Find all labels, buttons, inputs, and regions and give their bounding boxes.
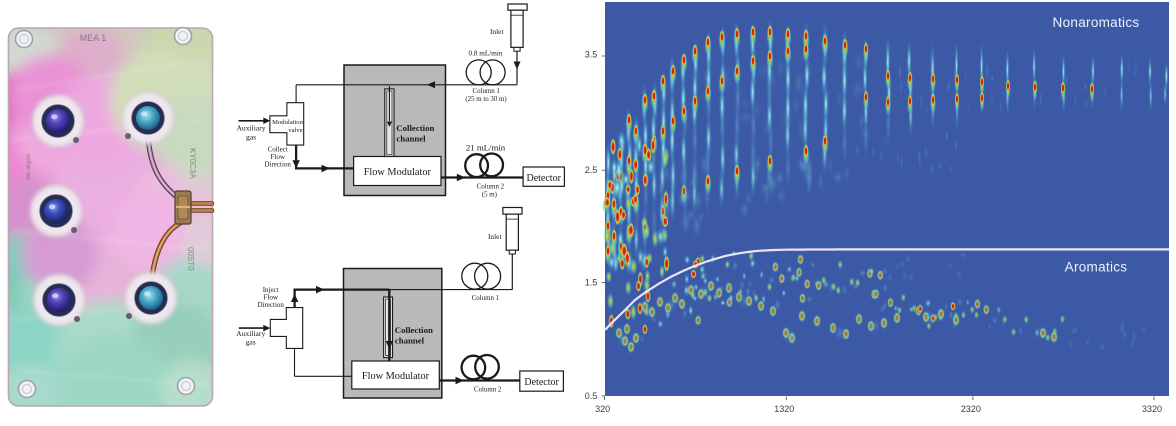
svg-text:Column 2: Column 2	[474, 386, 502, 393]
svg-text:KY0C3A: KY0C3A	[188, 148, 197, 179]
svg-text:Collection: Collection	[395, 325, 433, 335]
svg-text:aw-3kgd5: aw-3kgd5	[26, 153, 32, 180]
svg-text:gas: gas	[246, 337, 256, 346]
svg-text:(5 m): (5 m)	[482, 192, 497, 199]
svg-text:Flow: Flow	[270, 153, 285, 161]
svg-text:2.5: 2.5	[585, 165, 598, 175]
svg-text:Auxiliary: Auxiliary	[236, 329, 265, 338]
svg-text:Direction: Direction	[257, 301, 284, 309]
svg-text:Direction: Direction	[264, 161, 291, 169]
svg-text:3.5: 3.5	[585, 50, 598, 60]
svg-text:Flow Modulator: Flow Modulator	[364, 167, 432, 178]
svg-text:valve: valve	[288, 127, 302, 134]
svg-text:0.8 mL/min: 0.8 mL/min	[469, 50, 503, 58]
svg-text:0.5: 0.5	[585, 391, 598, 401]
svg-text:Flow Modulator: Flow Modulator	[362, 371, 430, 382]
svg-text:2320: 2320	[961, 404, 981, 414]
svg-text:Nonaromatics: Nonaromatics	[1053, 15, 1140, 30]
svg-text:3320: 3320	[1142, 404, 1162, 414]
svg-text:1320: 1320	[774, 404, 794, 414]
svg-text:gas: gas	[246, 132, 256, 141]
svg-text:00ST0: 00ST0	[186, 247, 195, 271]
svg-text:Collect: Collect	[268, 145, 288, 153]
svg-text:channel: channel	[395, 336, 425, 346]
svg-text:21 mL/min: 21 mL/min	[466, 142, 506, 152]
svg-text:Collection: Collection	[396, 123, 434, 133]
svg-text:channel: channel	[396, 133, 426, 143]
svg-text:1.5: 1.5	[585, 277, 598, 287]
svg-text:Column 2: Column 2	[477, 184, 505, 191]
svg-text:320: 320	[595, 404, 610, 414]
svg-text:(25 m to 30 m): (25 m to 30 m)	[465, 96, 506, 103]
svg-text:Detector: Detector	[526, 173, 561, 184]
svg-text:Inject: Inject	[263, 286, 279, 294]
svg-text:Modulation: Modulation	[272, 119, 303, 126]
svg-text:Inlet: Inlet	[488, 232, 502, 241]
svg-text:Column 1: Column 1	[473, 88, 501, 95]
svg-text:Detector: Detector	[524, 377, 559, 388]
svg-text:Flow: Flow	[263, 294, 278, 302]
svg-text:Auxiliary: Auxiliary	[236, 124, 265, 133]
svg-text:Aromatics: Aromatics	[1065, 260, 1128, 275]
svg-text:Column 1: Column 1	[472, 295, 500, 302]
svg-text:Inlet: Inlet	[490, 27, 504, 36]
svg-text:MEA 1: MEA 1	[80, 33, 107, 43]
